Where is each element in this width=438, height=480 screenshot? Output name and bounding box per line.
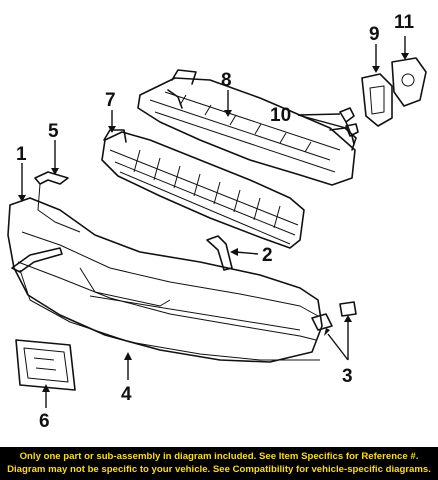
clips	[311, 301, 357, 331]
energy-absorber	[101, 129, 305, 249]
callout-11: 11	[394, 12, 415, 33]
bracket	[206, 235, 233, 271]
callout-1: 1	[16, 144, 27, 165]
bolts	[339, 107, 359, 145]
callout-4: 4	[121, 384, 132, 405]
callout-10: 10	[270, 105, 291, 126]
callout-8: 8	[221, 70, 232, 91]
disclaimer-line-1: Only one part or sub-assembly in diagram…	[19, 451, 419, 462]
reinforcement-bar	[137, 69, 357, 186]
disclaimer-line-2: Diagram may not be specific to your vehi…	[7, 464, 431, 475]
callout-5: 5	[48, 121, 59, 142]
license-plate-bracket	[15, 339, 76, 391]
callout-2: 2	[262, 245, 273, 266]
side-bracket	[391, 57, 427, 107]
parts-diagram: 1 5 7 8 2 4 6 3 10 9 11	[7, 12, 427, 432]
callout-6: 6	[39, 411, 50, 432]
disclaimer-footer: Only one part or sub-assembly in diagram…	[0, 447, 438, 480]
lower-molding	[11, 247, 320, 361]
leader-lines	[18, 36, 409, 408]
callout-3: 3	[342, 366, 353, 387]
callout-7: 7	[105, 90, 116, 111]
bumper-cover	[7, 197, 323, 363]
mounting-bracket	[361, 73, 393, 127]
callout-9: 9	[369, 24, 380, 45]
molding-strip	[34, 171, 81, 233]
